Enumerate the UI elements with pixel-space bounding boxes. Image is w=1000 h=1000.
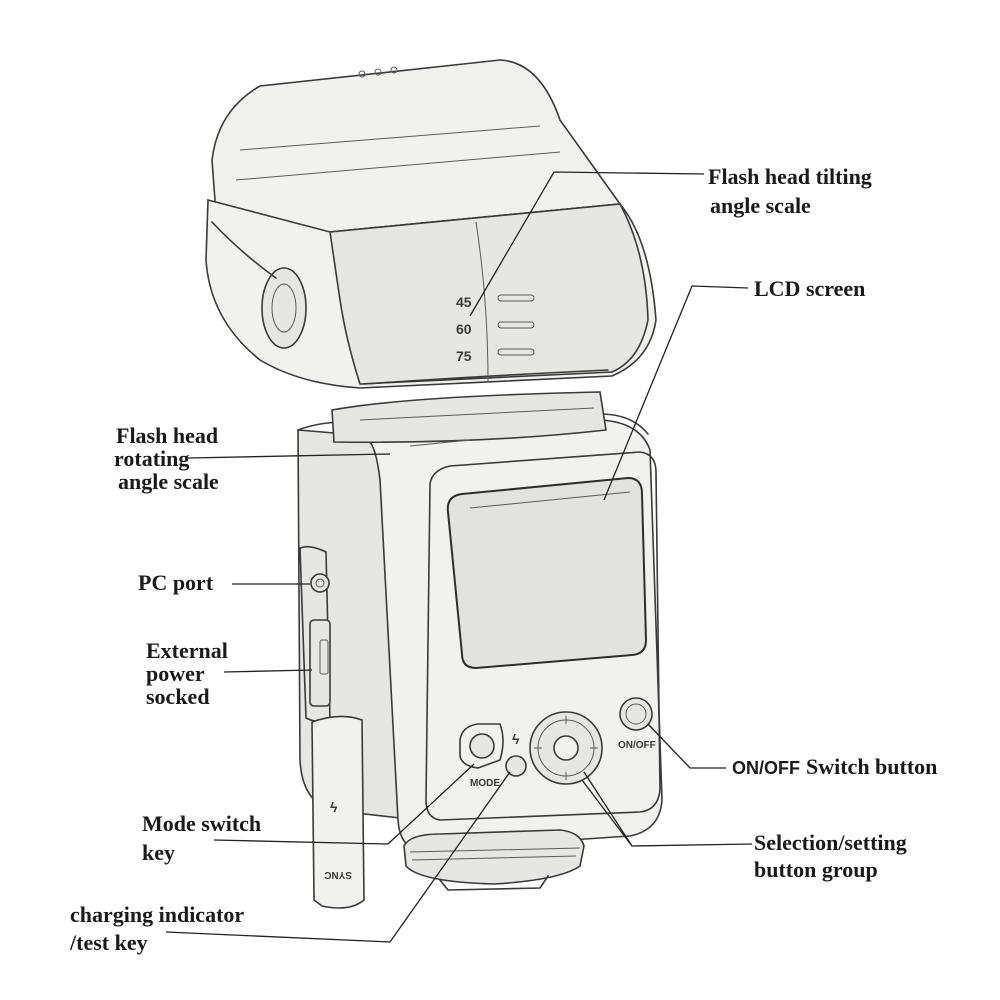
test-key[interactable]: ϟ <box>505 731 527 777</box>
leader-lines <box>165 171 753 943</box>
label-rotate-scale-2: rotating <box>114 446 189 471</box>
label-ext-power-1: External <box>146 638 228 663</box>
cover-flash-symbol: ϟ <box>330 799 338 815</box>
onoff-button-label: ON/OFF <box>618 740 656 751</box>
label-selection-2: button group <box>754 857 878 882</box>
onoff-button[interactable]: ON/OFF <box>618 697 656 751</box>
sync-text: SYNC <box>324 869 352 880</box>
labels: Flash head tilting angle scale LCD scree… <box>69 164 937 955</box>
label-onoff: ON/OFF Switch button <box>732 754 937 779</box>
label-tilt-scale-1: Flash head tilting <box>708 164 872 189</box>
side-ports <box>299 545 331 723</box>
label-ext-power-3: socked <box>146 684 210 709</box>
scale-mark-45: 45 <box>456 294 472 310</box>
label-lcd-screen: LCD screen <box>754 276 865 301</box>
flash-head <box>205 59 657 389</box>
hot-shoe <box>403 829 585 891</box>
label-charging-2: /test key <box>69 930 148 955</box>
label-pc-port: PC port <box>138 570 214 595</box>
label-onoff-bold: ON/OFF <box>732 758 800 778</box>
label-charging-1: charging indicator <box>70 902 244 927</box>
label-rotate-scale-1: Flash head <box>116 423 218 448</box>
label-mode-key-2: key <box>142 840 175 865</box>
label-onoff-rest: Switch button <box>806 754 937 779</box>
mode-button-label: MODE <box>470 778 500 789</box>
label-selection-1: Selection/setting <box>754 830 907 855</box>
label-rotate-scale-3: angle scale <box>118 469 219 494</box>
selection-button-group[interactable] <box>529 711 603 785</box>
label-tilt-scale-2: angle scale <box>710 193 811 218</box>
label-ext-power-2: power <box>146 661 205 686</box>
lcd-screen <box>446 476 648 670</box>
scale-mark-75: 75 <box>456 348 472 364</box>
mode-button[interactable]: MODE <box>459 723 504 789</box>
scale-mark-60: 60 <box>456 321 472 337</box>
tilt-angle-scale: 45 60 75 <box>456 294 535 364</box>
flash-neck <box>331 391 607 447</box>
center-set-button[interactable] <box>553 735 579 761</box>
test-key-symbol: ϟ <box>512 731 520 747</box>
pc-port-socket <box>310 573 330 593</box>
sync-cover: ϟ SYNC <box>311 715 365 909</box>
label-mode-key-1: Mode switch <box>142 811 261 836</box>
